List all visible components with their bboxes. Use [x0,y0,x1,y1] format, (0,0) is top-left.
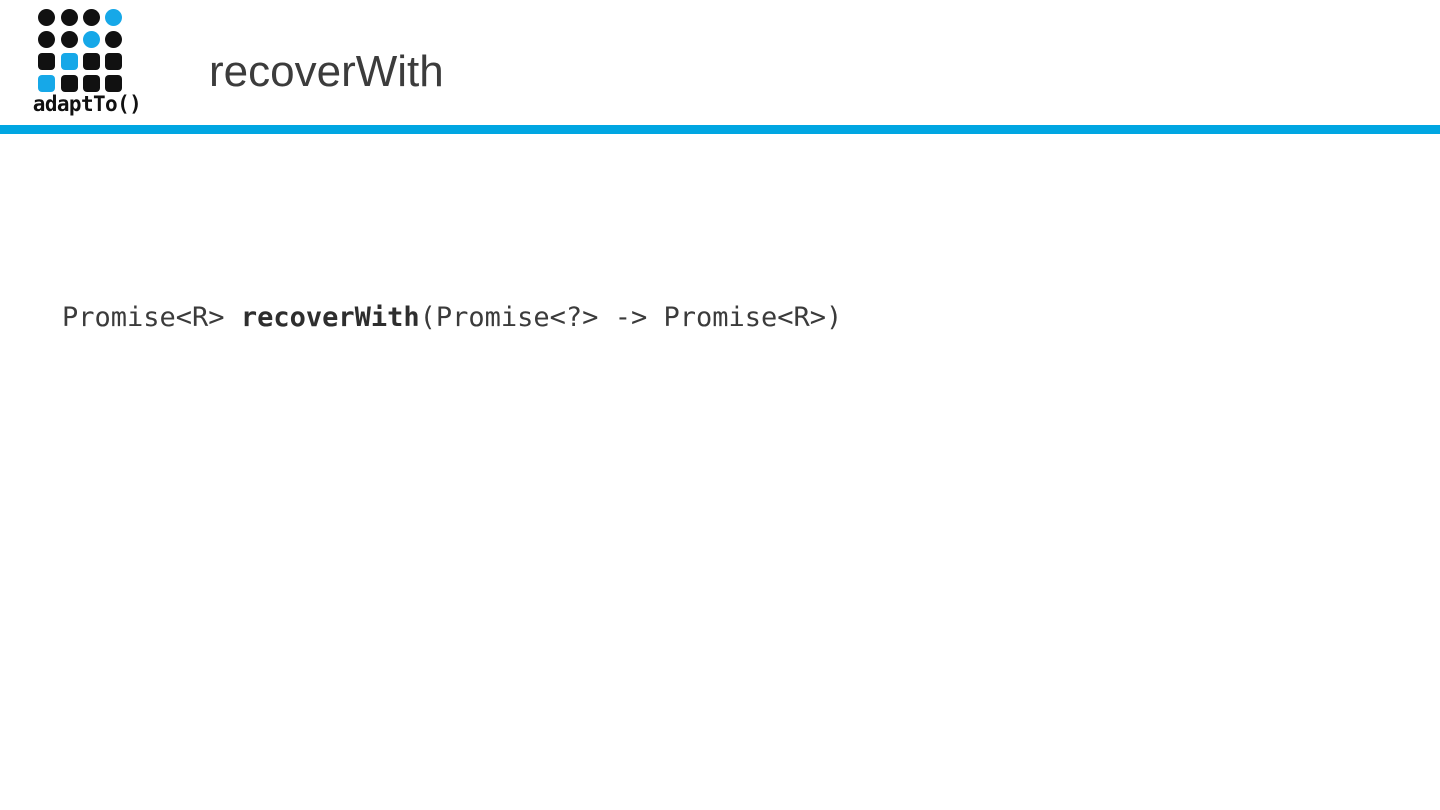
page-title: recoverWith [209,47,444,96]
logo-cell-r2c3 [105,53,122,70]
logo-cell-r1c2 [83,31,100,48]
logo-grid-icon [38,9,122,93]
header-accent-rule [0,125,1440,134]
logo-cell-r0c0 [38,9,55,26]
logo-cell-r0c3 [105,9,122,26]
logo-cell-r1c1 [61,31,78,48]
adaptto-logo: adaptTo() [27,6,147,118]
logo-cell-r3c2 [83,75,100,92]
logo-wordmark: adaptTo() [32,92,142,116]
code-return-type: Promise<R> [62,302,241,333]
logo-cell-r0c1 [61,9,78,26]
logo-cell-r1c0 [38,31,55,48]
logo-cell-r0c2 [83,9,100,26]
code-parameters: (Promise<?> -> Promise<R>) [419,302,843,333]
logo-cell-r2c1 [61,53,78,70]
slide-content: Promise<R> recoverWith(Promise<?> -> Pro… [0,134,1440,810]
slide-header: adaptTo() recoverWith [0,0,1440,125]
code-method-name: recoverWith [240,302,420,333]
logo-cell-r3c1 [61,75,78,92]
logo-cell-r2c2 [83,53,100,70]
logo-cell-r1c3 [105,31,122,48]
logo-cell-r3c3 [105,75,122,92]
logo-cell-r2c0 [38,53,55,70]
logo-cell-r3c0 [38,75,55,92]
code-signature: Promise<R> recoverWith(Promise<?> -> Pro… [62,300,842,336]
